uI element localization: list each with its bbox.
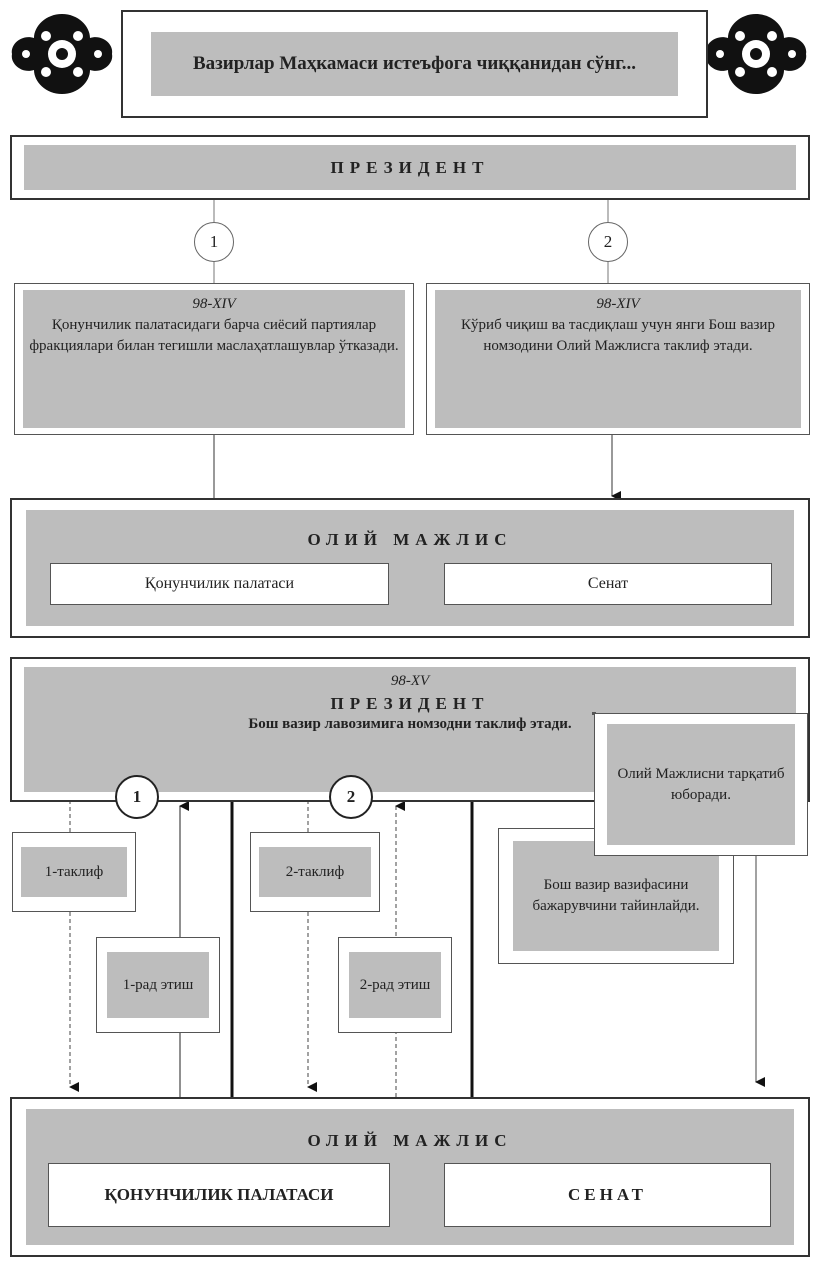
chamber-legislative-bottom: ҚОНУНЧИЛИК ПАЛАТАСИ [48,1163,390,1227]
oliy-majlis-label-top: ОЛИЙ МАЖЛИС [307,530,513,549]
president-ref-bottom: 98-XV [390,673,430,689]
branch2-reject-box: 2-рад этиш [338,937,452,1033]
president-label-bottom: ПРЕЗИДЕНТ [330,694,490,713]
step1-text: Қонунчилик палатасидаги барча сиёсий пар… [29,317,399,354]
president-subtitle-bottom: Бош вазир лавозимига номзодни таклиф эта… [248,716,572,732]
president-label: ПРЕЗИДЕНТ [24,145,796,190]
branch3-action2-box: Олий Мажлисни тарқатиб юборади. [594,713,808,856]
branch-number-2: 2 [329,775,373,819]
oliy-majlis-label-bottom: ОЛИЙ МАЖЛИС [307,1131,513,1150]
step-number-2: 2 [588,222,628,262]
step1-ref: 98-XIV [192,296,236,312]
branch2-reject: 2-рад этиш [349,952,441,1018]
step2-text: Кўриб чиқиш ва тасдиқлаш учун янги Бош в… [461,317,775,354]
branch-number-1: 1 [115,775,159,819]
step2-ref: 98-XIV [596,296,640,312]
branch2-offer: 2-таклиф [259,847,371,897]
right-ornament-icon [705,14,807,94]
title-box: Вазирлар Маҳкамаси истеъфога чиққанидан … [121,10,708,118]
step1-box: 98-XIV Қонунчилик палатасидаги барча сиё… [14,283,414,435]
step-number-1: 1 [194,222,234,262]
branch1-offer: 1-таклиф [21,847,127,897]
step2-box: 98-XIV Кўриб чиқиш ва тасдиқлаш учун янг… [426,283,810,435]
branch3-action1: Бош вазир вазифасини бажарувчини тайинла… [513,841,719,951]
chamber-legislative-top: Қонунчилик палатаси [50,563,389,605]
branch1-reject: 1-рад этиш [107,952,209,1018]
branch1-offer-box: 1-таклиф [12,832,136,912]
page-title: Вазирлар Маҳкамаси истеъфога чиққанидан … [151,32,678,96]
branch1-reject-box: 1-рад этиш [96,937,220,1033]
left-ornament-icon [11,14,113,94]
president-box-top: ПРЕЗИДЕНТ [10,135,810,200]
branch3-action2: Олий Мажлисни тарқатиб юборади. [607,724,795,845]
chamber-senate-bottom: СЕНАТ [444,1163,771,1227]
chamber-senate-top: Сенат [444,563,772,605]
branch2-offer-box: 2-таклиф [250,832,380,912]
